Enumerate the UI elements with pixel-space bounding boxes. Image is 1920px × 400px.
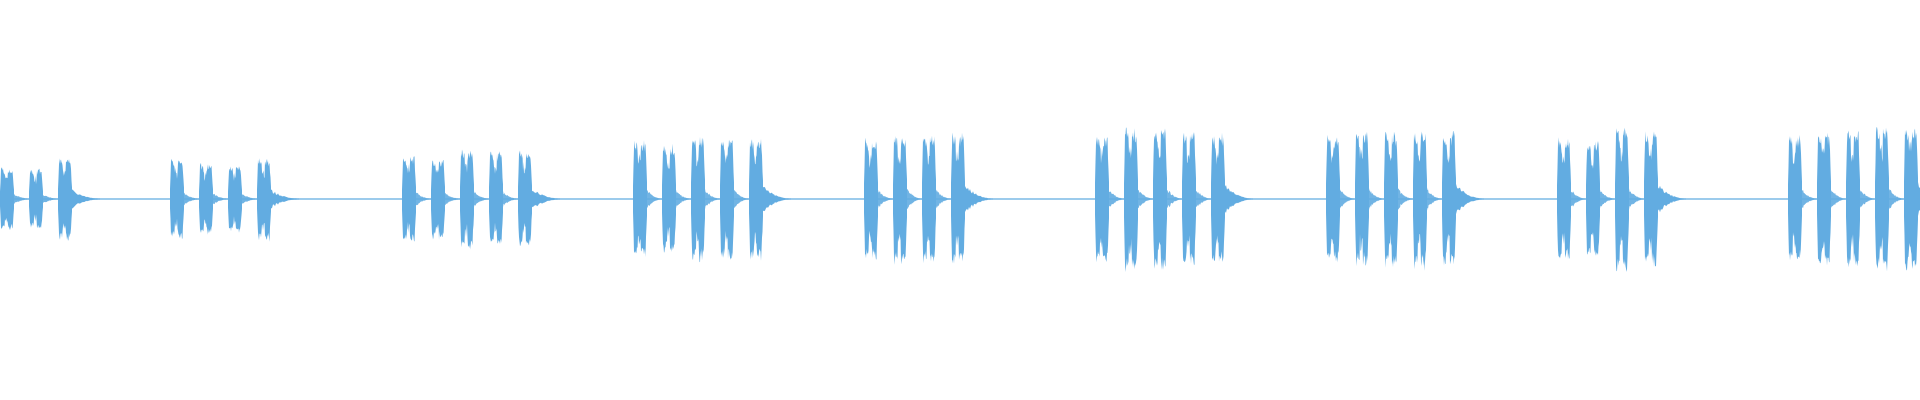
waveform-burst (257, 158, 271, 242)
waveform-connector (705, 188, 720, 210)
waveform-burst (1442, 131, 1456, 266)
waveform-connector (1889, 189, 1904, 209)
waveform-connector (734, 189, 749, 209)
waveform-connector (676, 189, 691, 209)
waveform-tail (1225, 185, 1253, 213)
waveform-connector (1427, 187, 1442, 211)
waveform-connector (445, 192, 460, 206)
waveform-burst (228, 166, 242, 233)
waveform-connector (1109, 191, 1124, 207)
waveform-burst (1355, 131, 1369, 267)
waveform-connector (1571, 191, 1586, 207)
waveform-burst (199, 163, 213, 235)
waveform-connector (1138, 189, 1153, 209)
burst-group (1788, 127, 1920, 272)
waveform-bursts (0, 127, 1920, 272)
waveform-tail (1658, 185, 1686, 213)
waveform-connector (416, 192, 431, 206)
waveform-burst (29, 168, 43, 229)
waveform-connector (474, 191, 489, 207)
waveform-tail (1456, 183, 1484, 215)
burst-group (402, 149, 560, 250)
waveform-connector (213, 193, 228, 205)
waveform-burst (402, 156, 416, 242)
waveform-burst (1153, 128, 1167, 270)
waveform-connector (1802, 189, 1817, 209)
waveform-burst (1182, 132, 1196, 266)
waveform-connector (1629, 188, 1644, 210)
waveform-burst (633, 140, 647, 258)
waveform-burst (431, 160, 445, 240)
waveform-connector (503, 190, 518, 208)
waveform-tail (532, 190, 560, 208)
waveform-burst (662, 143, 676, 253)
waveform-burst (1326, 134, 1340, 263)
waveform-burst (1875, 127, 1889, 272)
waveform-connector (14, 193, 29, 205)
waveform-burst (1846, 130, 1860, 268)
waveform-burst (1124, 127, 1138, 272)
burst-group (1557, 127, 1686, 272)
waveform-connector (907, 188, 922, 210)
waveform-burst (1904, 128, 1918, 271)
waveform-connector (1398, 188, 1413, 210)
waveform-burst (1211, 132, 1225, 262)
waveform-tail (965, 186, 993, 212)
waveform-connector (1369, 188, 1384, 210)
waveform-burst (1095, 136, 1109, 263)
waveform-connector (1831, 190, 1846, 208)
waveform-connector (242, 194, 257, 204)
burst-group (1326, 131, 1484, 271)
waveform-burst (951, 132, 965, 264)
waveform-connector (1167, 190, 1182, 208)
burst-group (0, 158, 100, 241)
waveform-burst (1788, 135, 1802, 261)
waveform-burst (720, 139, 734, 260)
waveform-burst (864, 137, 878, 260)
waveform-connector (1340, 189, 1355, 209)
waveform-burst (749, 138, 763, 261)
waveform-connector (43, 195, 58, 203)
burst-group (170, 158, 299, 242)
waveform-connector (184, 192, 199, 206)
waveform-burst (922, 135, 936, 264)
waveform-burst (1384, 131, 1398, 268)
waveform-burst (1413, 131, 1427, 271)
waveform-connector (1600, 189, 1615, 209)
waveform-burst (1615, 127, 1629, 272)
waveform-burst (691, 136, 705, 263)
waveform-burst (460, 149, 474, 250)
waveform-burst (0, 167, 14, 231)
waveform-burst (893, 136, 907, 265)
waveform-burst (1586, 141, 1600, 256)
waveform-burst (1644, 131, 1658, 267)
waveform-connector (1860, 190, 1875, 208)
burst-group (1095, 127, 1253, 272)
waveform-tail (271, 189, 299, 209)
waveform-connector (1196, 191, 1211, 207)
waveform-tail (763, 186, 791, 212)
waveform-burst (1817, 132, 1831, 266)
waveform-connector (878, 189, 893, 209)
waveform-burst (489, 151, 503, 244)
waveform-connector (936, 189, 951, 209)
burst-group (633, 136, 791, 263)
burst-group (864, 132, 993, 265)
waveform-burst (170, 158, 184, 240)
waveform-tail (72, 189, 100, 209)
waveform-burst (58, 158, 72, 241)
waveform-connector (647, 189, 662, 209)
waveform-burst (1557, 137, 1571, 260)
waveform-burst (518, 150, 532, 247)
